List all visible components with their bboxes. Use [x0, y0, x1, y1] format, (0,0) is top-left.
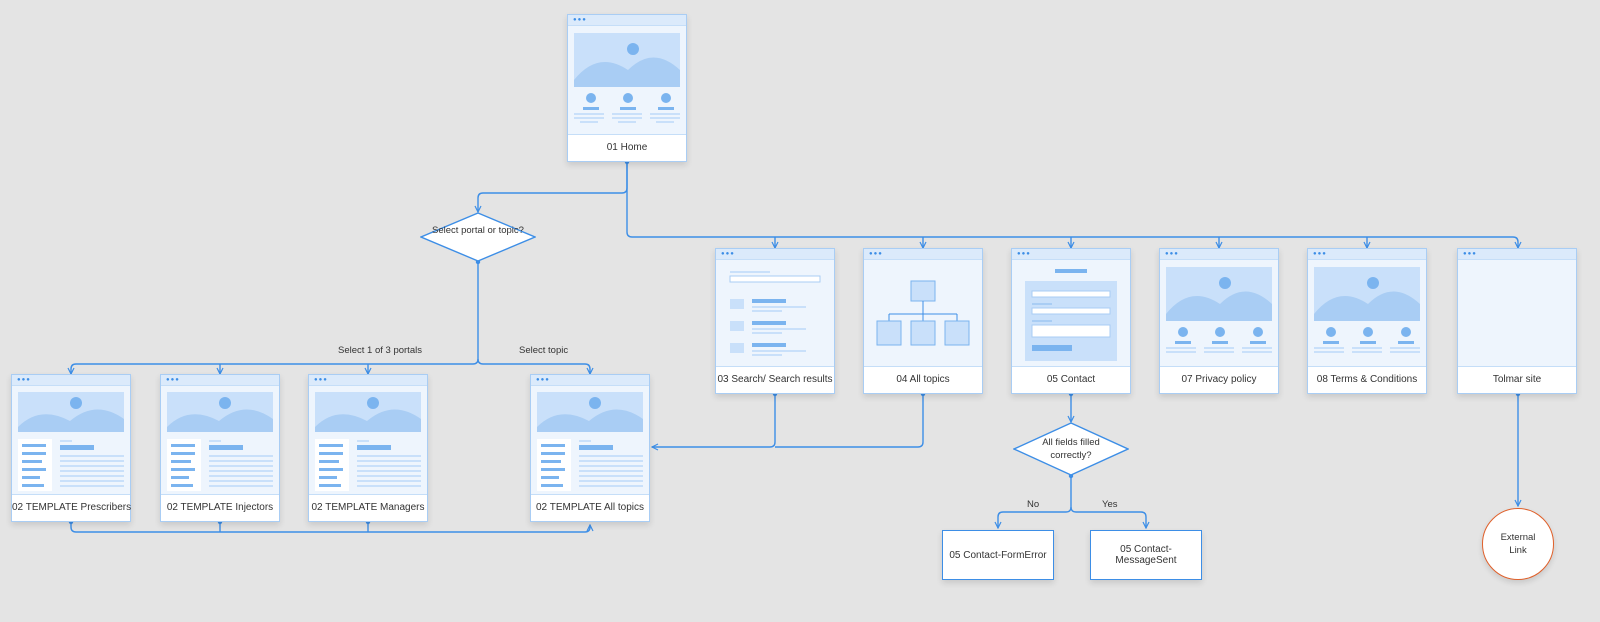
template-page-icon — [537, 392, 643, 491]
edge-label-yes: Yes — [1102, 499, 1118, 510]
edge-label-select-topic: Select topic — [519, 345, 569, 356]
node-label: 05 Contact-FormError — [949, 549, 1047, 561]
template-page-icon — [167, 392, 273, 491]
diamond-shape — [420, 212, 536, 262]
template-page-icon — [18, 392, 124, 491]
page-node-search[interactable]: ●●● 03 Search/ Search results — [715, 248, 835, 394]
node-label: 08 Terms & Conditions — [1308, 366, 1426, 393]
window-dots-icon: ●●● — [1017, 251, 1031, 257]
page-node-home[interactable]: ●●● 01 Home — [567, 14, 687, 162]
node-label: 01 Home — [568, 134, 686, 161]
hero-image-icon — [574, 33, 680, 123]
window-dots-icon: ●●● — [1313, 251, 1327, 257]
page-node-all-topics[interactable]: ●●● 04 All topics — [863, 248, 983, 394]
page-node-message-sent[interactable]: 05 Contact-MessageSent — [1090, 530, 1202, 580]
node-label: Tolmar site — [1458, 366, 1576, 393]
page-node-terms[interactable]: ●●● 08 Terms & Conditions — [1307, 248, 1427, 394]
window-dots-icon: ●●● — [1165, 251, 1179, 257]
window-bar: ●●● — [309, 375, 427, 386]
window-dots-icon: ●●● — [721, 251, 735, 257]
window-dots-icon: ●●● — [314, 377, 328, 383]
window-dots-icon: ●●● — [1463, 251, 1477, 257]
node-label: 02 TEMPLATE Managers — [309, 494, 427, 521]
node-label: 04 All topics — [864, 366, 982, 393]
node-label: 02 TEMPLATE All topics — [531, 494, 649, 521]
page-node-template-all-topics[interactable]: ●●● 02 TEMPLATE All topics — [530, 374, 650, 522]
decision-label: All fields filled correctly? — [1042, 437, 1100, 461]
window-bar: ●●● — [1308, 249, 1426, 260]
decision-all-fields: All fields filled correctly? — [1013, 422, 1129, 476]
window-bar: ●●● — [1012, 249, 1130, 260]
external-link-node[interactable]: External Link — [1482, 508, 1554, 580]
edge-label-select-portals: Select 1 of 3 portals — [338, 345, 422, 356]
window-dots-icon: ●●● — [536, 377, 550, 383]
decision-label: Select portal or topic? — [432, 225, 524, 236]
window-bar: ●●● — [1160, 249, 1278, 260]
page-node-template-prescribers[interactable]: ●●● 02 TEMPLATE Prescribers — [11, 374, 131, 522]
page-node-tolmar[interactable]: ●●● Tolmar site — [1457, 248, 1577, 394]
hero-image-icon — [1314, 267, 1420, 353]
window-bar: ●●● — [568, 15, 686, 26]
node-label: External Link — [1500, 532, 1536, 556]
page-node-form-error[interactable]: 05 Contact-FormError — [942, 530, 1054, 580]
contact-form-icon — [1025, 269, 1117, 361]
page-node-template-managers[interactable]: ●●● 02 TEMPLATE Managers — [308, 374, 428, 522]
window-bar: ●●● — [864, 249, 982, 260]
window-dots-icon: ●●● — [869, 251, 883, 257]
page-node-contact[interactable]: ●●● 05 Contact — [1011, 248, 1131, 394]
window-bar: ●●● — [161, 375, 279, 386]
template-page-icon — [315, 392, 421, 491]
page-node-template-injectors[interactable]: ●●● 02 TEMPLATE Injectors — [160, 374, 280, 522]
node-label: 02 TEMPLATE Injectors — [161, 494, 279, 521]
decision-portal-or-topic: Select portal or topic? — [420, 212, 536, 262]
hero-image-icon — [1166, 267, 1272, 353]
window-bar: ●●● — [1458, 249, 1576, 260]
window-bar: ●●● — [12, 375, 130, 386]
page-node-privacy[interactable]: ●●● 07 Privacy policy — [1159, 248, 1279, 394]
sitemap-icon — [876, 280, 970, 346]
node-label: 07 Privacy policy — [1160, 366, 1278, 393]
node-label: 03 Search/ Search results — [716, 366, 834, 393]
edge-label-no: No — [1027, 499, 1040, 510]
node-label: 02 TEMPLATE Prescribers — [12, 494, 131, 521]
diamond-shape — [1013, 422, 1129, 476]
window-bar: ●●● — [531, 375, 649, 386]
window-dots-icon: ●●● — [166, 377, 180, 383]
window-dots-icon: ●●● — [17, 377, 31, 383]
search-results-icon — [729, 271, 821, 356]
window-bar: ●●● — [716, 249, 834, 260]
node-label: 05 Contact — [1012, 366, 1130, 393]
window-dots-icon: ●●● — [573, 17, 587, 23]
node-label: 05 Contact-MessageSent — [1115, 544, 1177, 566]
